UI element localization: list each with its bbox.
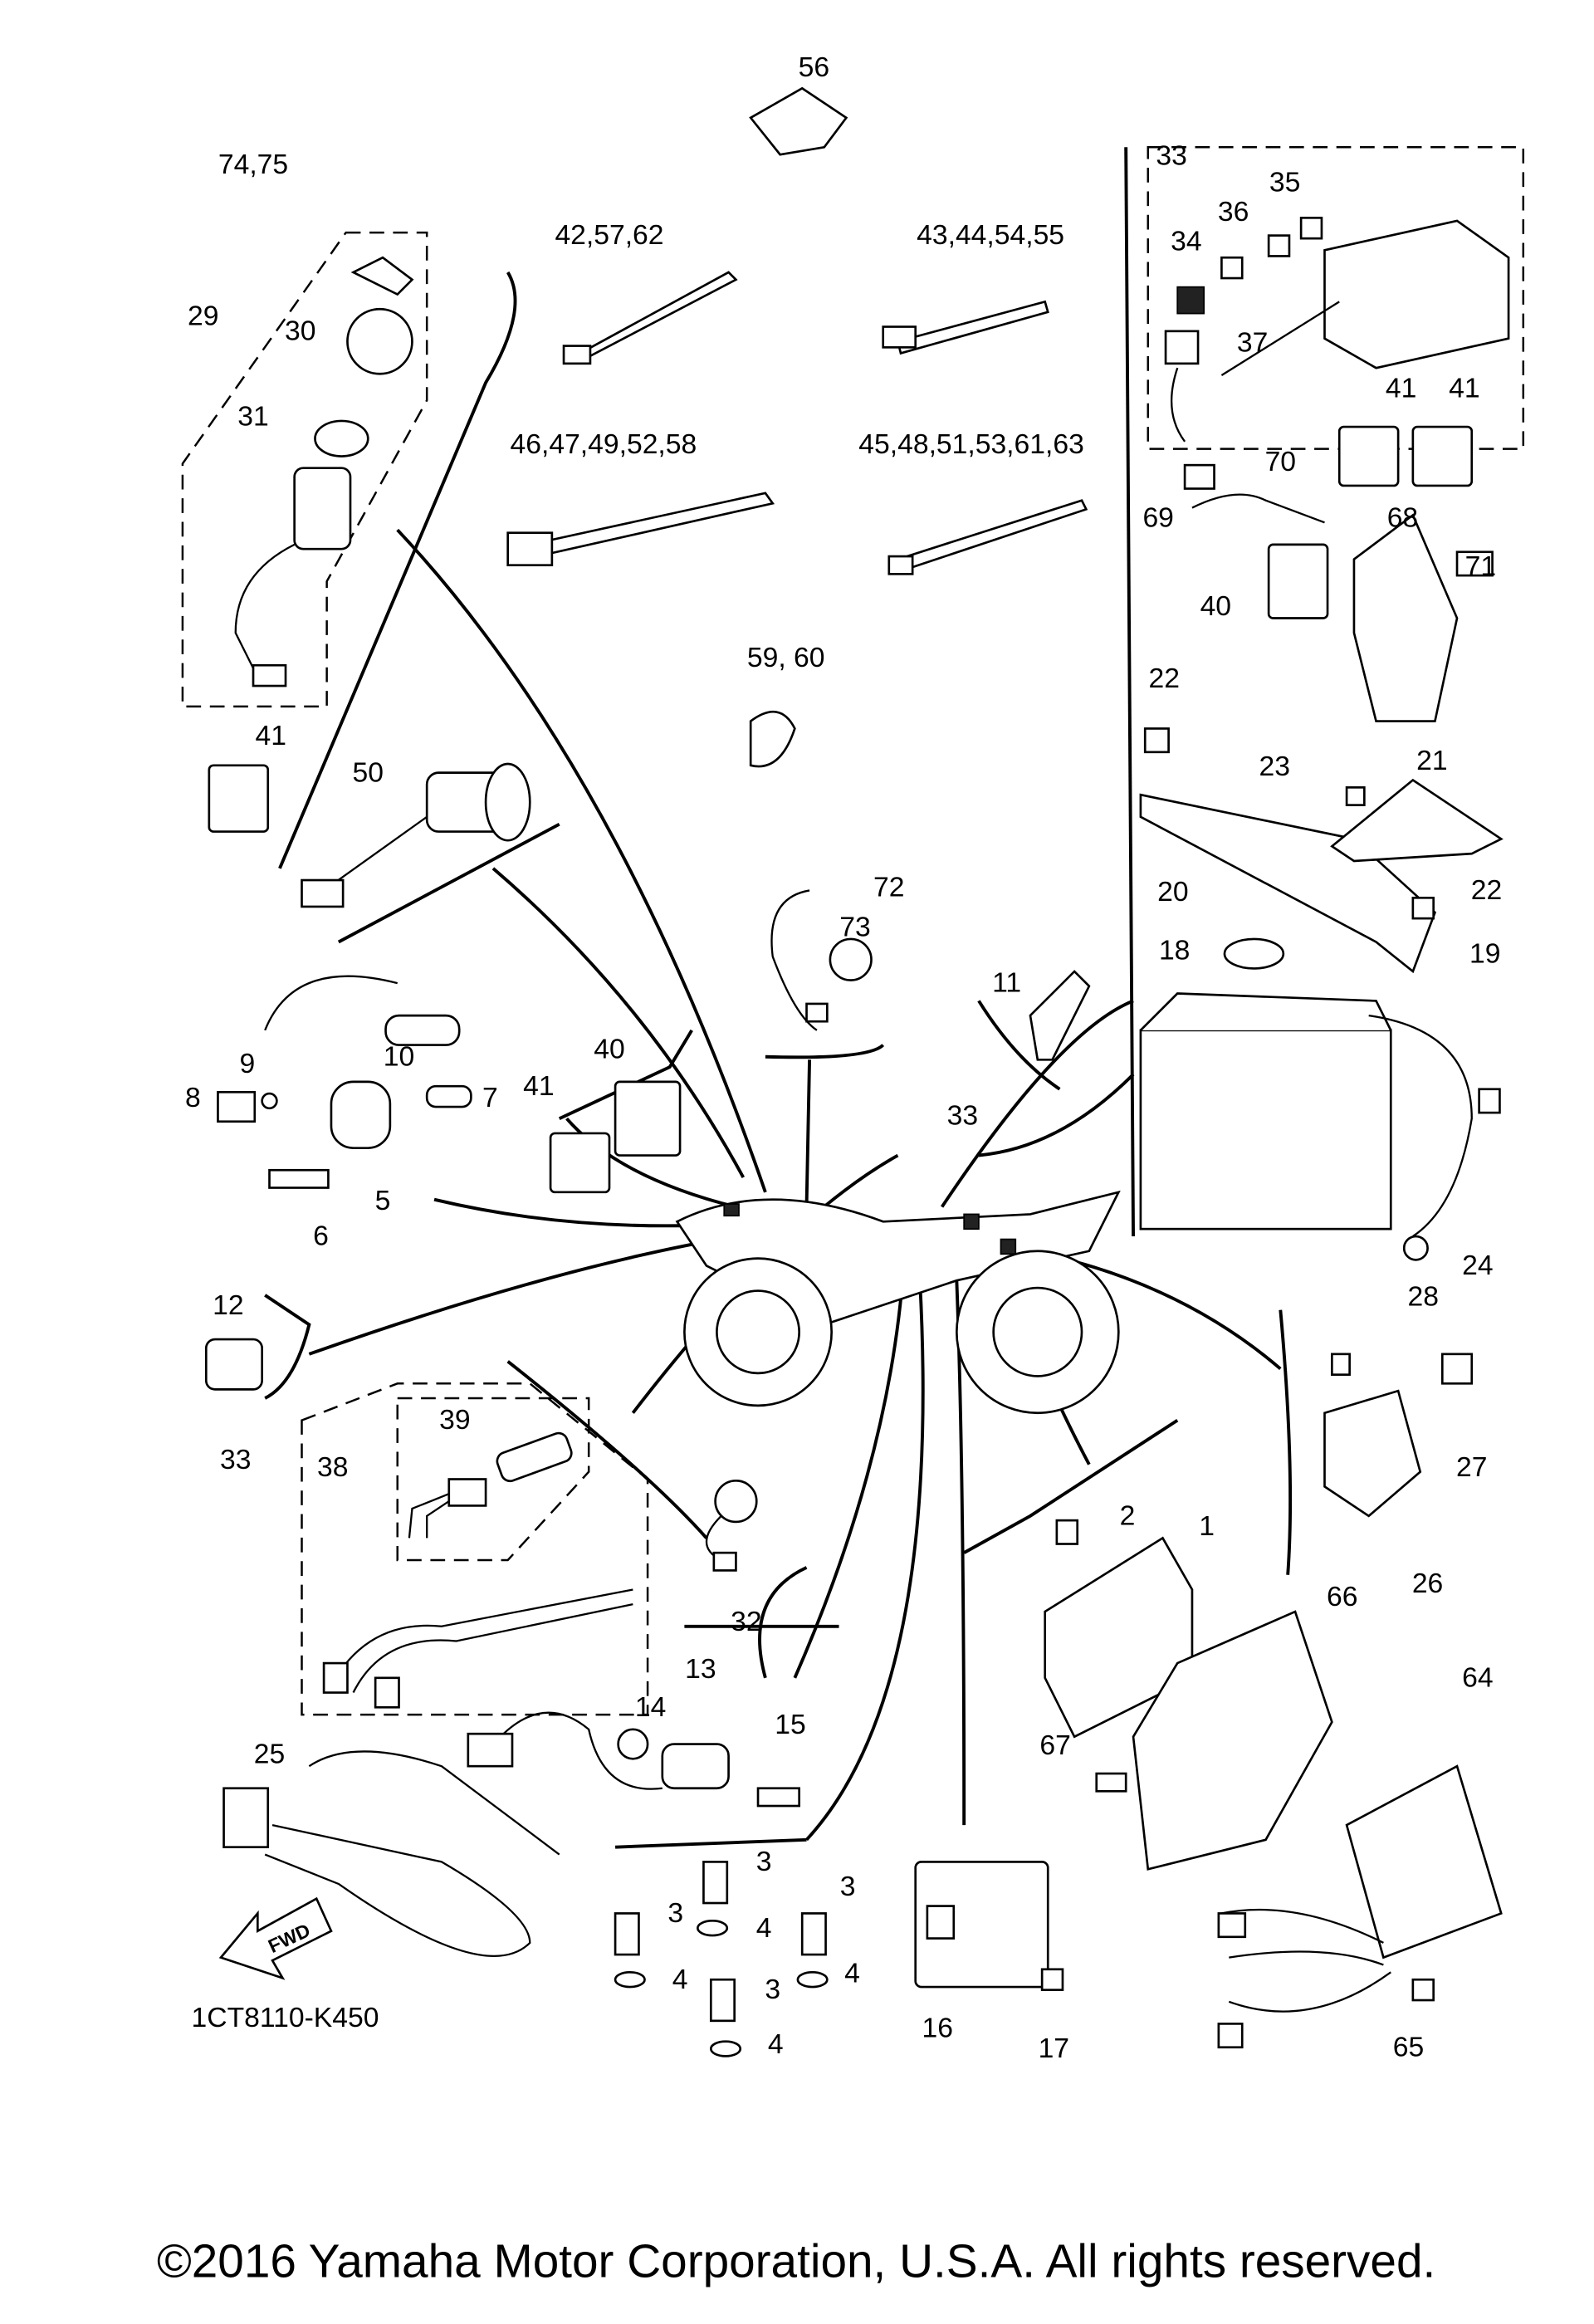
part-label: 43,44,54,55 [917, 220, 1064, 251]
part-label: 8 [185, 1083, 201, 1113]
part-label: 34 [1171, 226, 1201, 257]
part-label: 2 [1120, 1500, 1136, 1531]
part-label: 24 [1462, 1250, 1493, 1281]
part-label: 66 [1327, 1582, 1357, 1612]
part-label: 31 [237, 401, 268, 432]
part-label: 35 [1269, 167, 1300, 198]
part-label: 12 [213, 1290, 243, 1321]
part-label: 13 [685, 1654, 716, 1685]
part-label: 25 [254, 1739, 285, 1770]
part-label: 71 [1465, 551, 1496, 582]
part-label: 33 [1156, 141, 1186, 172]
part-label: 59, 60 [747, 643, 825, 673]
part-label: 33 [220, 1445, 251, 1475]
part-label: 19 [1469, 938, 1500, 969]
part-label: 41 [523, 1071, 554, 1102]
part-label: 50 [353, 757, 384, 788]
part-label: 38 [317, 1452, 348, 1483]
part-label: 10 [384, 1041, 414, 1072]
part-label: 29 [188, 301, 218, 332]
part-label: 3 [756, 1847, 772, 1877]
part-label: 27 [1456, 1452, 1487, 1483]
part-label: 41 [1449, 374, 1479, 404]
part-label: 32 [731, 1607, 761, 1637]
part-label: 22 [1471, 875, 1502, 906]
part-label: 45,48,51,53,61,63 [858, 429, 1084, 460]
part-label: 39 [439, 1405, 470, 1436]
part-label: 26 [1412, 1568, 1443, 1599]
part-label: 11 [992, 968, 1021, 999]
parts [204, 86, 1510, 2057]
part-label: 69 [1142, 503, 1173, 534]
part-label: 4 [768, 2029, 784, 2060]
part-label: 6 [313, 1221, 329, 1252]
part-label: 7 [482, 1083, 498, 1113]
part-label: 5 [375, 1186, 391, 1216]
part-label: 67 [1039, 1730, 1070, 1761]
part-label: 40 [1200, 591, 1231, 622]
part-label: 28 [1408, 1281, 1439, 1312]
part-label: 17 [1039, 2033, 1069, 2064]
part-label: 4 [672, 1964, 688, 1995]
part-label: 3 [765, 1974, 780, 2005]
part-label: 42,57,62 [555, 220, 663, 251]
dashed-boxes [181, 146, 1525, 1716]
part-label: 72 [873, 873, 904, 903]
part-label: 70 [1265, 447, 1296, 477]
part-label: 64 [1462, 1662, 1493, 1693]
part-label: 22 [1149, 663, 1180, 694]
part-label: 4 [756, 1913, 772, 1944]
part-label: 46,47,49,52,58 [511, 429, 697, 460]
part-label: 1 [1199, 1511, 1215, 1542]
part-label: 15 [775, 1710, 805, 1740]
part-label: 41 [1386, 374, 1416, 404]
part-label: 3 [667, 1898, 683, 1929]
part-label: 21 [1416, 746, 1447, 776]
part-label: 37 [1237, 328, 1268, 359]
part-label: 74,75 [218, 149, 288, 180]
part-label: 30 [285, 316, 315, 346]
part-label: 68 [1387, 503, 1418, 534]
part-label: 14 [635, 1692, 666, 1723]
part-label: 4 [844, 1959, 860, 1989]
part-label: 16 [922, 2013, 953, 2043]
part-label: 56 [799, 52, 829, 83]
part-label: 18 [1159, 936, 1190, 966]
part-label: 73 [839, 912, 870, 942]
part-label: 3 [840, 1871, 856, 1902]
part-label: 65 [1393, 2032, 1424, 2062]
copyright: ©2016 Yamaha Motor Corporation, U.S.A. A… [157, 2235, 1435, 2287]
part-label: 23 [1259, 751, 1289, 782]
diagram-code: 1CT8110-K450 [192, 2003, 379, 2033]
part-label: 9 [240, 1049, 256, 1079]
part-label: 40 [594, 1035, 624, 1065]
part-label: 33 [947, 1100, 978, 1131]
part-label: 36 [1218, 197, 1249, 228]
part-label: 20 [1157, 877, 1188, 908]
part-label: 41 [256, 721, 286, 751]
